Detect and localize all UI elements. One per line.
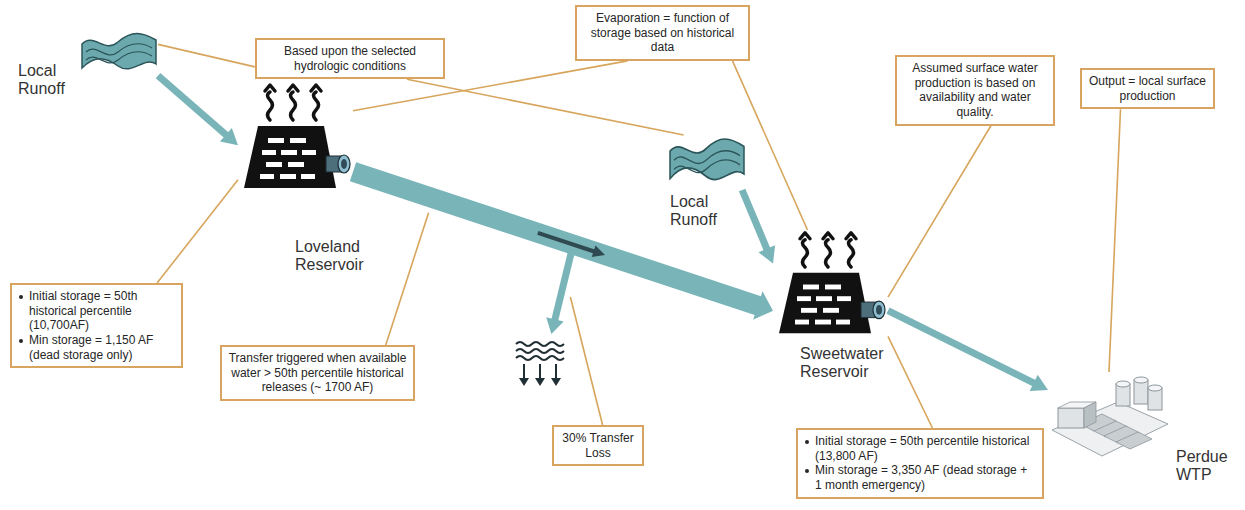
connector-line — [888, 336, 932, 428]
direction-head — [592, 246, 605, 257]
flow-arrow — [158, 76, 238, 146]
connector-line — [742, 190, 768, 252]
callout-text: 30% Transfer Loss — [560, 431, 636, 460]
flow-arrow — [888, 311, 1048, 391]
reservoir-icon — [773, 230, 888, 342]
bullet-text: Min storage = 3,350 AF (dead storage + 1… — [804, 463, 1036, 492]
connector-line — [158, 44, 255, 66]
node-label: Sweetwater Reservoir — [800, 345, 892, 382]
bullet-text: Initial storage = 50th historical percen… — [18, 289, 175, 333]
runoff-node: Local Runoff — [668, 135, 746, 190]
connector-line — [888, 126, 991, 298]
seepage-symbol — [512, 338, 568, 388]
leader-line — [158, 44, 255, 66]
bullet-text: Initial storage = 50th percentile histor… — [804, 434, 1036, 463]
connector-line — [1109, 109, 1121, 372]
loss-head — [546, 317, 563, 334]
loss-shaft — [554, 252, 571, 322]
runoff-node: Local Runoff — [80, 30, 158, 78]
note-callout: Transfer triggered when available water … — [220, 345, 415, 401]
flow-arrow — [742, 190, 775, 264]
node-label: Loveland Reservoir — [295, 238, 373, 275]
note-callout: Based upon the selected hydrologic condi… — [255, 38, 445, 79]
connector-line — [407, 79, 684, 135]
callout-text: Based upon the selected hydrologic condi… — [263, 44, 437, 73]
reservoir-node: Sweetwater Reservoir — [773, 230, 888, 342]
note-callout: Assumed surface water production is base… — [895, 55, 1055, 126]
note-callout: Evaporation = function of storage based … — [575, 5, 750, 61]
leader-line — [570, 297, 602, 425]
leader-line — [888, 126, 991, 298]
leader-line — [1109, 109, 1121, 372]
reservoir-icon — [238, 82, 353, 197]
leader-line — [157, 180, 238, 283]
arrow-head — [759, 245, 776, 263]
arrow-head — [753, 291, 773, 319]
leader-line — [386, 213, 429, 345]
treatment-plant-node: Perdue WTP — [1048, 372, 1170, 462]
arrow-head — [220, 128, 238, 145]
reservoir-node: Loveland Reservoir — [238, 82, 353, 197]
loss-arrow — [546, 252, 571, 334]
arrow-head — [1030, 375, 1048, 391]
runoff-icon — [80, 30, 158, 78]
node-label: Perdue WTP — [1176, 448, 1234, 485]
leader-line — [407, 79, 684, 135]
callout-text: Evaporation = function of storage based … — [583, 11, 742, 55]
node-label: Local Runoff — [670, 193, 724, 230]
callout-text: Assumed surface water production is base… — [903, 61, 1047, 120]
connector-line — [158, 76, 228, 137]
treatment-plant-icon — [1048, 372, 1170, 462]
note-callout: Output = local surface production — [1080, 68, 1215, 109]
bullet-text: Min storage = 1,150 AF (dead storage onl… — [18, 333, 175, 362]
callout-text: Output = local surface production — [1088, 74, 1207, 103]
storage-callout: Initial storage = 50th percentile histor… — [796, 428, 1044, 499]
callout-text: Transfer triggered when available water … — [228, 351, 407, 395]
direction-shaft — [538, 233, 597, 252]
connector-line — [888, 311, 1037, 385]
node-label: Local Runoff — [18, 62, 72, 99]
connector-line — [353, 172, 761, 307]
connector-line — [157, 180, 238, 283]
note-callout: 30% Transfer Loss — [552, 425, 644, 466]
runoff-icon — [668, 135, 746, 190]
storage-callout: Initial storage = 50th historical percen… — [10, 283, 183, 368]
leader-line — [888, 336, 932, 428]
